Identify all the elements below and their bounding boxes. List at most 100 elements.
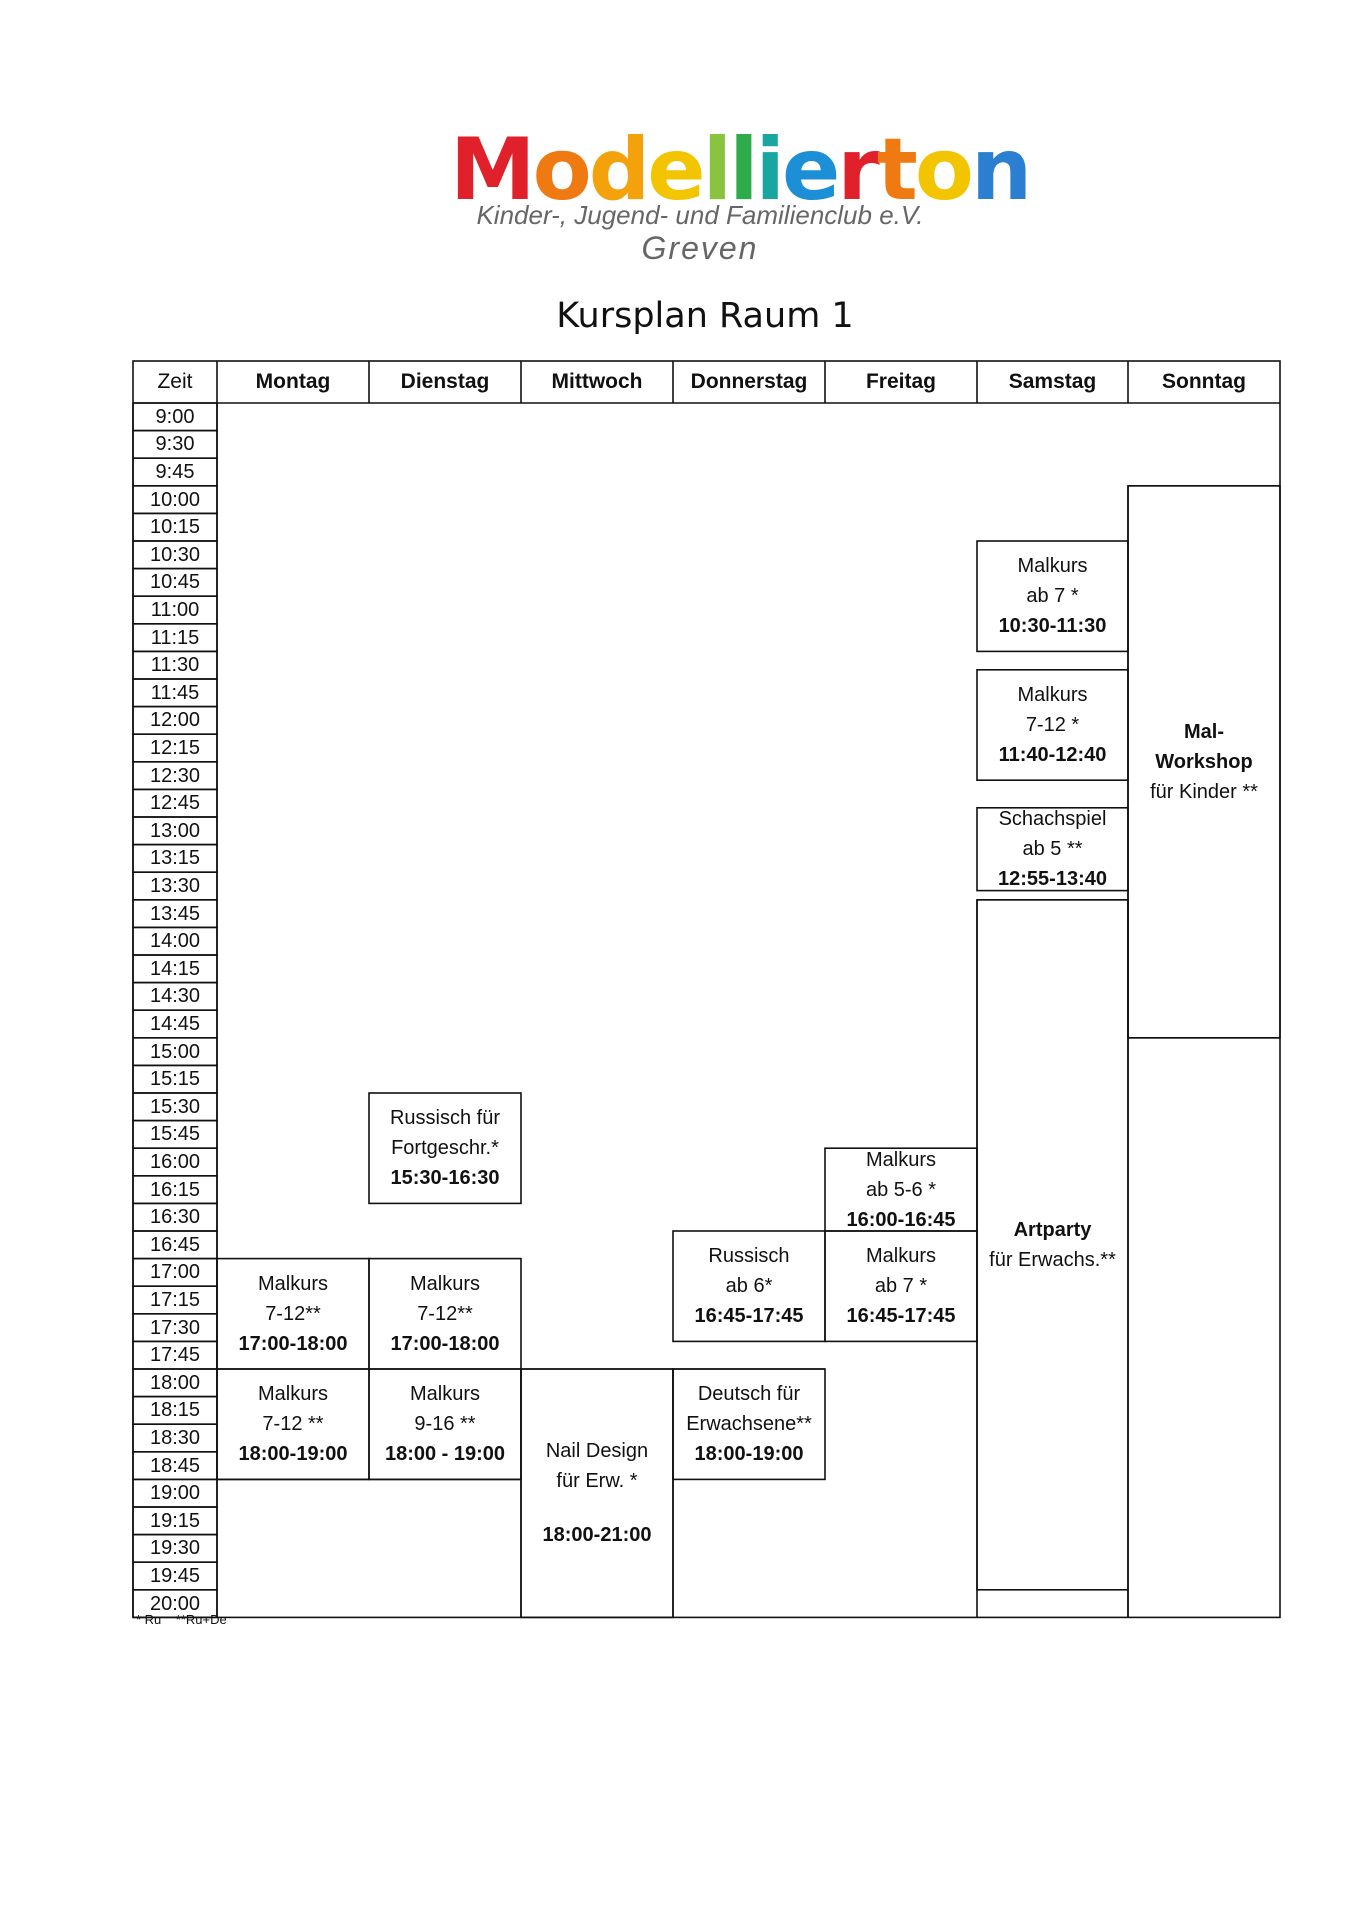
course-title: Mal- (1184, 720, 1224, 743)
course-line: Fortgeschr.* (391, 1137, 499, 1160)
column-header: Samstag (1008, 370, 1097, 393)
course-line: 7-12** (417, 1302, 473, 1325)
page-title: Kursplan Raum 1 (556, 296, 854, 336)
time-slot-label: 15:30 (149, 1095, 201, 1118)
logo-letter: M (450, 120, 536, 220)
course-block (368, 1092, 522, 1205)
time-slot-label: 12:15 (149, 736, 201, 759)
time-slot-label: 19:45 (149, 1564, 201, 1587)
time-slot-label: 16:45 (149, 1233, 201, 1256)
time-slot-label: 14:45 (149, 1012, 201, 1035)
time-slot-label: 19:30 (149, 1537, 201, 1560)
course-time: 15:30-16:30 (390, 1167, 500, 1190)
course-line: Erwachsene** (686, 1413, 812, 1436)
course-block: Mal- Workshop für Kinder ** (1128, 486, 1280, 1038)
course-line: 7-12 ** (262, 1413, 324, 1436)
time-slot-label: 15:15 (149, 1068, 201, 1091)
time-slot-label: 10:45 (149, 571, 201, 594)
logo-letter: n (971, 120, 1032, 220)
logo-letter: e (782, 120, 840, 220)
time-slot-label: 16:30 (149, 1206, 201, 1229)
logo-letter: r (837, 120, 879, 220)
course-line: Malkurs (1017, 683, 1088, 706)
course-line: Russisch für (389, 1107, 501, 1130)
course-time: 11:40-12:40 (998, 743, 1107, 766)
course-title: Workshop (1155, 750, 1253, 773)
course-time: 16:45-17:45 (694, 1305, 804, 1328)
time-slot-label: 19:00 (149, 1482, 201, 1505)
time-slot-label: 12:45 (149, 792, 201, 815)
time-slot-label: 10:30 (149, 543, 201, 566)
time-slot-label: 18:15 (149, 1399, 201, 1422)
time-slot-label: 18:00 (149, 1371, 201, 1394)
course-line: für Erwachs.** (989, 1248, 1116, 1271)
course-block: Malkurs 7-12** 17:00-18:00 (369, 1259, 521, 1369)
course-line: ab 5 ** (1022, 838, 1083, 861)
course-line: Malkurs (865, 1148, 936, 1171)
course-time: 16:45-17:45 (846, 1305, 956, 1328)
course-block: Malkurs 9-16 ** 18:00 - 19:00 (369, 1369, 521, 1479)
course-time: 12:55-13:40 (998, 868, 1107, 891)
course-line: Malkurs (409, 1272, 480, 1295)
time-slot-label: 15:00 (149, 1040, 201, 1063)
course-time: 18:00 - 19:00 (384, 1443, 506, 1466)
time-slot-label: 10:15 (149, 516, 201, 539)
time-slot-label: 11:30 (150, 654, 200, 677)
time-slot-label: 17:45 (149, 1344, 201, 1367)
course-line: für Kinder ** (1150, 780, 1258, 803)
time-slot-label: 13:30 (149, 874, 201, 897)
column-header: Donnerstag (690, 370, 808, 393)
time-slot-label: 11:45 (150, 681, 200, 704)
time-slot-cell (132, 1589, 218, 1619)
logo-letter: l (702, 120, 733, 220)
column-header: Sonntag (1162, 370, 1246, 393)
course-line: ab 5-6 * (865, 1178, 937, 1201)
time-slot-label: 17:30 (149, 1316, 201, 1339)
course-time: 10:30-11:30 (998, 615, 1107, 638)
time-slot-label: 17:00 (149, 1261, 201, 1284)
course-line: ab 6* (725, 1275, 773, 1298)
logo-city: Greven (641, 230, 759, 266)
course-block (1127, 484, 1281, 1039)
legend: * Ru **Ru+De (136, 1612, 227, 1627)
course-time: 17:00-18:00 (390, 1332, 500, 1355)
course-line: ab 7 * (1026, 585, 1079, 608)
course-line: 9-16 ** (414, 1413, 476, 1436)
time-slot-label: 11:15 (150, 626, 200, 649)
time-slot-label: 14:00 (149, 930, 201, 953)
logo-letter: l (729, 120, 759, 220)
logo-letter: i (755, 120, 786, 220)
column-header: Montag (255, 370, 331, 393)
course-block (976, 898, 1129, 1591)
logo-letter: t (876, 120, 918, 220)
time-slot-label: 13:45 (149, 902, 201, 925)
time-slot-label: 20:00 (149, 1592, 201, 1615)
course-line: 7-12** (265, 1302, 321, 1325)
course-block (672, 1368, 826, 1481)
course-line: Malkurs (257, 1383, 328, 1406)
course-line: Nail Design (545, 1440, 649, 1463)
course-time: 17:00-18:00 (238, 1332, 348, 1355)
time-slot-label: 9:45 (155, 460, 195, 483)
logo-letter: d (588, 120, 651, 220)
time-slot-label: 9:30 (155, 433, 195, 456)
time-slot-label: 14:15 (149, 957, 201, 980)
course-time: 18:00-21:00 (542, 1524, 652, 1547)
course-line: Malkurs (865, 1245, 936, 1268)
logo-letter: o (532, 120, 592, 220)
course-line: Malkurs (409, 1383, 480, 1406)
time-slot-label: 14:30 (149, 985, 201, 1008)
logo-wordmark: Modellierton (450, 120, 1032, 220)
course-line: ab 7 * (874, 1275, 928, 1298)
course-block: Malkurs ab 7 * 16:45-17:45 (825, 1231, 977, 1341)
logo-letter: e (647, 120, 705, 220)
time-slot-label: 16:15 (149, 1178, 201, 1201)
course-title: Artparty (1013, 1218, 1092, 1241)
time-slot-label: 18:30 (149, 1426, 201, 1449)
